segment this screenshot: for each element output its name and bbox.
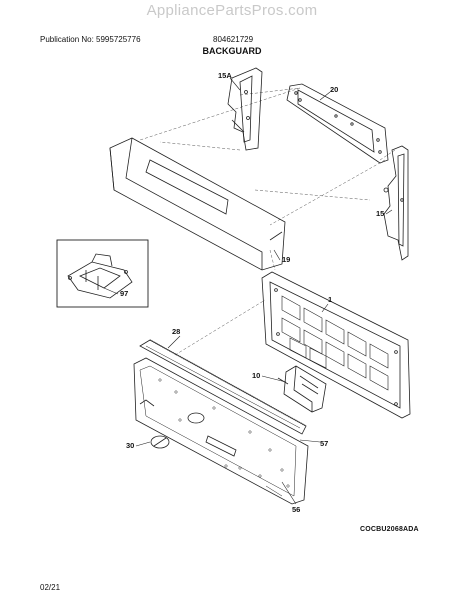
callout-56: 56 [292, 505, 300, 514]
callout-15a: 15A [218, 71, 232, 80]
part-30-disc [150, 435, 170, 449]
publication-number: Publication No: 5995725776 [40, 35, 141, 44]
callout-97: 97 [120, 289, 128, 298]
part-1-rear-panel [261, 271, 411, 419]
part-19-control-panel [109, 137, 286, 271]
callout-1: 1 [328, 295, 332, 304]
part-15a-left-bracket [227, 67, 263, 151]
callout-20: 20 [330, 85, 338, 94]
part-56-lower-panel [133, 357, 309, 505]
part-15-right-bracket [383, 145, 409, 261]
callout-19: 19 [282, 255, 290, 264]
part-20-top-rail [286, 83, 389, 164]
part-28-trim-strip [139, 339, 307, 435]
model-number: 804621729 [213, 35, 254, 44]
callout-15: 15 [376, 209, 384, 218]
revision-date: 02/21 [40, 583, 61, 592]
callout-30: 30 [126, 441, 134, 450]
callout-28: 28 [172, 327, 180, 336]
section-title: BACKGUARD [202, 46, 262, 56]
part-97-inset [56, 239, 149, 308]
drawing-code: COCBU2068ADA [360, 526, 419, 533]
leader-lines [103, 77, 393, 505]
callout-57: 57 [320, 439, 328, 448]
site-watermark: AppliancePartsPros.com [146, 2, 318, 19]
assembly-guide-lines [139, 87, 396, 356]
callout-10: 10 [252, 371, 260, 380]
